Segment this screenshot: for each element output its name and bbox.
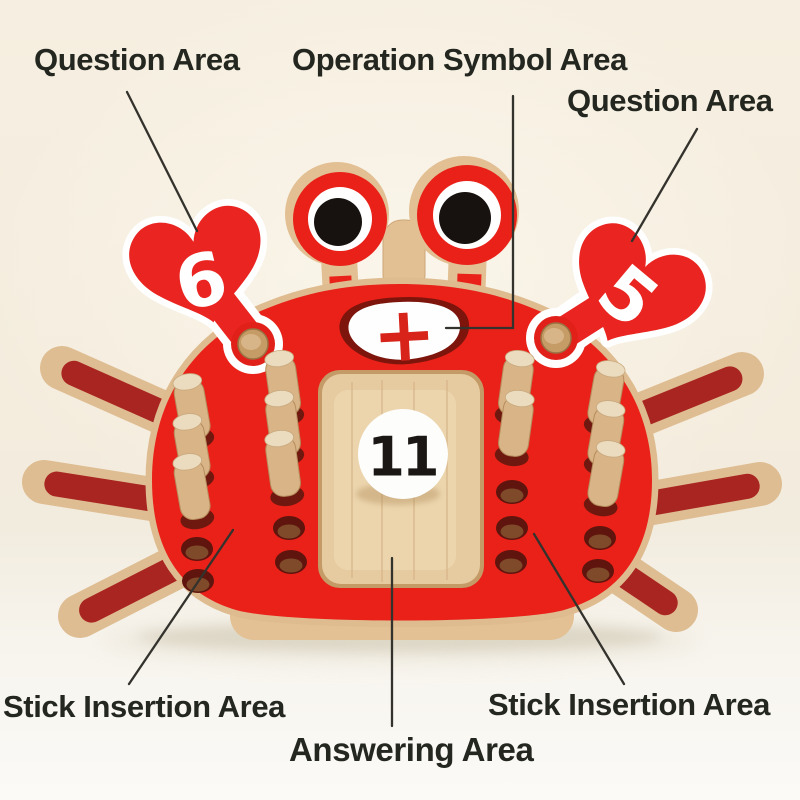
label-question-area-right: Question Area (567, 83, 773, 118)
peg-hole (496, 516, 528, 540)
peg-hole (496, 480, 528, 504)
label-operation-symbol-area: Operation Symbol Area (292, 42, 627, 77)
right-claw: 5 (526, 216, 713, 368)
right-eye (409, 156, 519, 266)
operation-symbol-card: + (339, 288, 470, 380)
peg-hole (495, 550, 527, 574)
left-eye (285, 162, 389, 266)
answer-disc (358, 409, 448, 499)
leader-question-left (125, 90, 199, 233)
leader-stick-left (127, 528, 235, 686)
stick-column-left-outer (172, 373, 215, 593)
leader-question-right (630, 127, 699, 243)
leader-operation-symbol (444, 94, 515, 330)
left-claw: 6 (122, 199, 283, 374)
answer-number: 11 (367, 426, 436, 489)
answer-tray: 11 (318, 370, 484, 588)
peg-hole (584, 526, 616, 550)
peg-hole (273, 516, 305, 540)
plus-icon: + (370, 288, 438, 380)
stick-column-right-inner (494, 349, 535, 574)
label-stick-insertion-left: Stick Insertion Area (3, 689, 286, 724)
leader-stick-right (532, 532, 626, 686)
stick-column-right-outer (582, 360, 626, 583)
stick-column-left-inner (264, 349, 307, 574)
right-pupil (439, 192, 491, 244)
peg-hole (582, 559, 614, 583)
left-pupil (314, 198, 362, 246)
label-question-area-left: Question Area (34, 42, 240, 77)
label-stick-insertion-right: Stick Insertion Area (488, 687, 771, 722)
label-answering-area: Answering Area (289, 731, 534, 768)
peg-hole (275, 550, 307, 574)
peg-hole (181, 537, 213, 561)
peg (264, 429, 305, 507)
peg (494, 389, 535, 467)
peg (583, 440, 626, 517)
peg (172, 453, 215, 530)
